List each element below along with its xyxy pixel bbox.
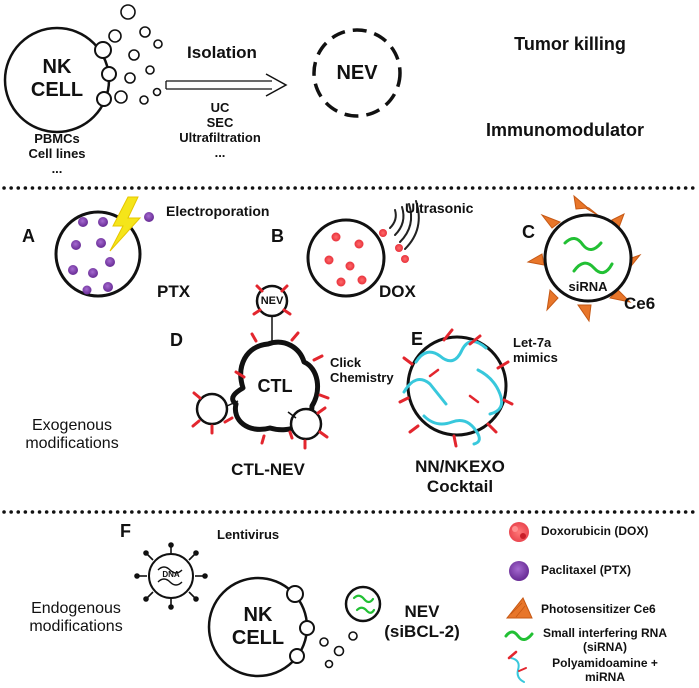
ultrasonic-waves-icon	[389, 200, 420, 250]
panel-b-letter: B	[271, 226, 284, 246]
panel-d-letter: D	[170, 330, 183, 350]
legend-dox-icon	[509, 522, 529, 542]
panel-d-nev-label: NEV	[260, 295, 284, 307]
panel-e-vesicle	[398, 328, 514, 448]
lightning-icon	[109, 196, 142, 252]
panel-f-vector: Lentivirus	[217, 527, 280, 542]
panel-b-drug: DOX	[379, 282, 416, 301]
panel-d-ctl	[191, 284, 330, 450]
panel-f-product: NEV(siBCL-2)	[384, 602, 460, 641]
panel-a-drug: PTX	[157, 282, 191, 301]
bottom-released-vesicles	[319, 631, 358, 669]
function-immunomodulator: Immunomodulator	[486, 120, 644, 140]
panel-d-name: CTL-NEV	[231, 460, 305, 479]
dox-particles	[324, 229, 409, 287]
pamam-mirna-strands	[398, 328, 514, 448]
legend-pamam-mirna-icon	[507, 650, 527, 683]
top-nk-cell	[3, 26, 117, 134]
ptx-particles	[68, 212, 154, 295]
legend-sirna-icon	[504, 630, 534, 641]
isolation-arrow	[165, 73, 288, 97]
panel-f-letter: F	[120, 521, 131, 541]
released-vesicles	[108, 4, 163, 105]
panel-b-vesicle	[306, 200, 420, 298]
legend-ce6-icon	[505, 597, 533, 619]
panel-e-letter: E	[411, 329, 424, 349]
top-nev-label: NEV	[336, 62, 378, 84]
lentivirus-icon	[134, 542, 208, 610]
legend-sirna-label: Small interfering RNA(siRNA)	[542, 626, 668, 654]
legend-dox-label: Doxorubicin (DOX)	[541, 524, 649, 538]
legend-ce6-label: Photosensitizer Ce6	[541, 602, 656, 616]
panel-c-letter: C	[522, 222, 535, 242]
ce6-spikes	[526, 194, 642, 323]
panel-c-sirna-label: siRNA	[568, 279, 608, 294]
function-tumor-killing: Tumor killing	[514, 34, 626, 54]
isolation-label: Isolation	[187, 43, 257, 62]
top-nev-dashed	[312, 28, 402, 118]
legend-ptx-label: Paclitaxel (PTX)	[541, 563, 632, 577]
panel-c-drug: Ce6	[624, 294, 656, 313]
panel-a-letter: A	[22, 226, 35, 246]
legend-ptx-icon	[509, 561, 529, 581]
nev-sibcl2-vesicle	[344, 585, 382, 623]
panel-b-method: Ultrasonic	[405, 200, 474, 216]
panel-c-vesicle	[526, 194, 642, 323]
legend-pamam-mirna-label: Polyamidoamine +miRNA	[552, 656, 658, 684]
panel-a-vesicle	[54, 196, 154, 298]
sirna-strands	[563, 237, 614, 275]
lentivirus-dna-label: DNA	[162, 570, 180, 579]
panel-a-method: Electroporation	[166, 203, 270, 219]
bottom-nk-cell	[207, 576, 315, 678]
panel-d-ctl-label: CTL	[257, 376, 293, 396]
click-chemistry-linkers	[191, 284, 330, 450]
